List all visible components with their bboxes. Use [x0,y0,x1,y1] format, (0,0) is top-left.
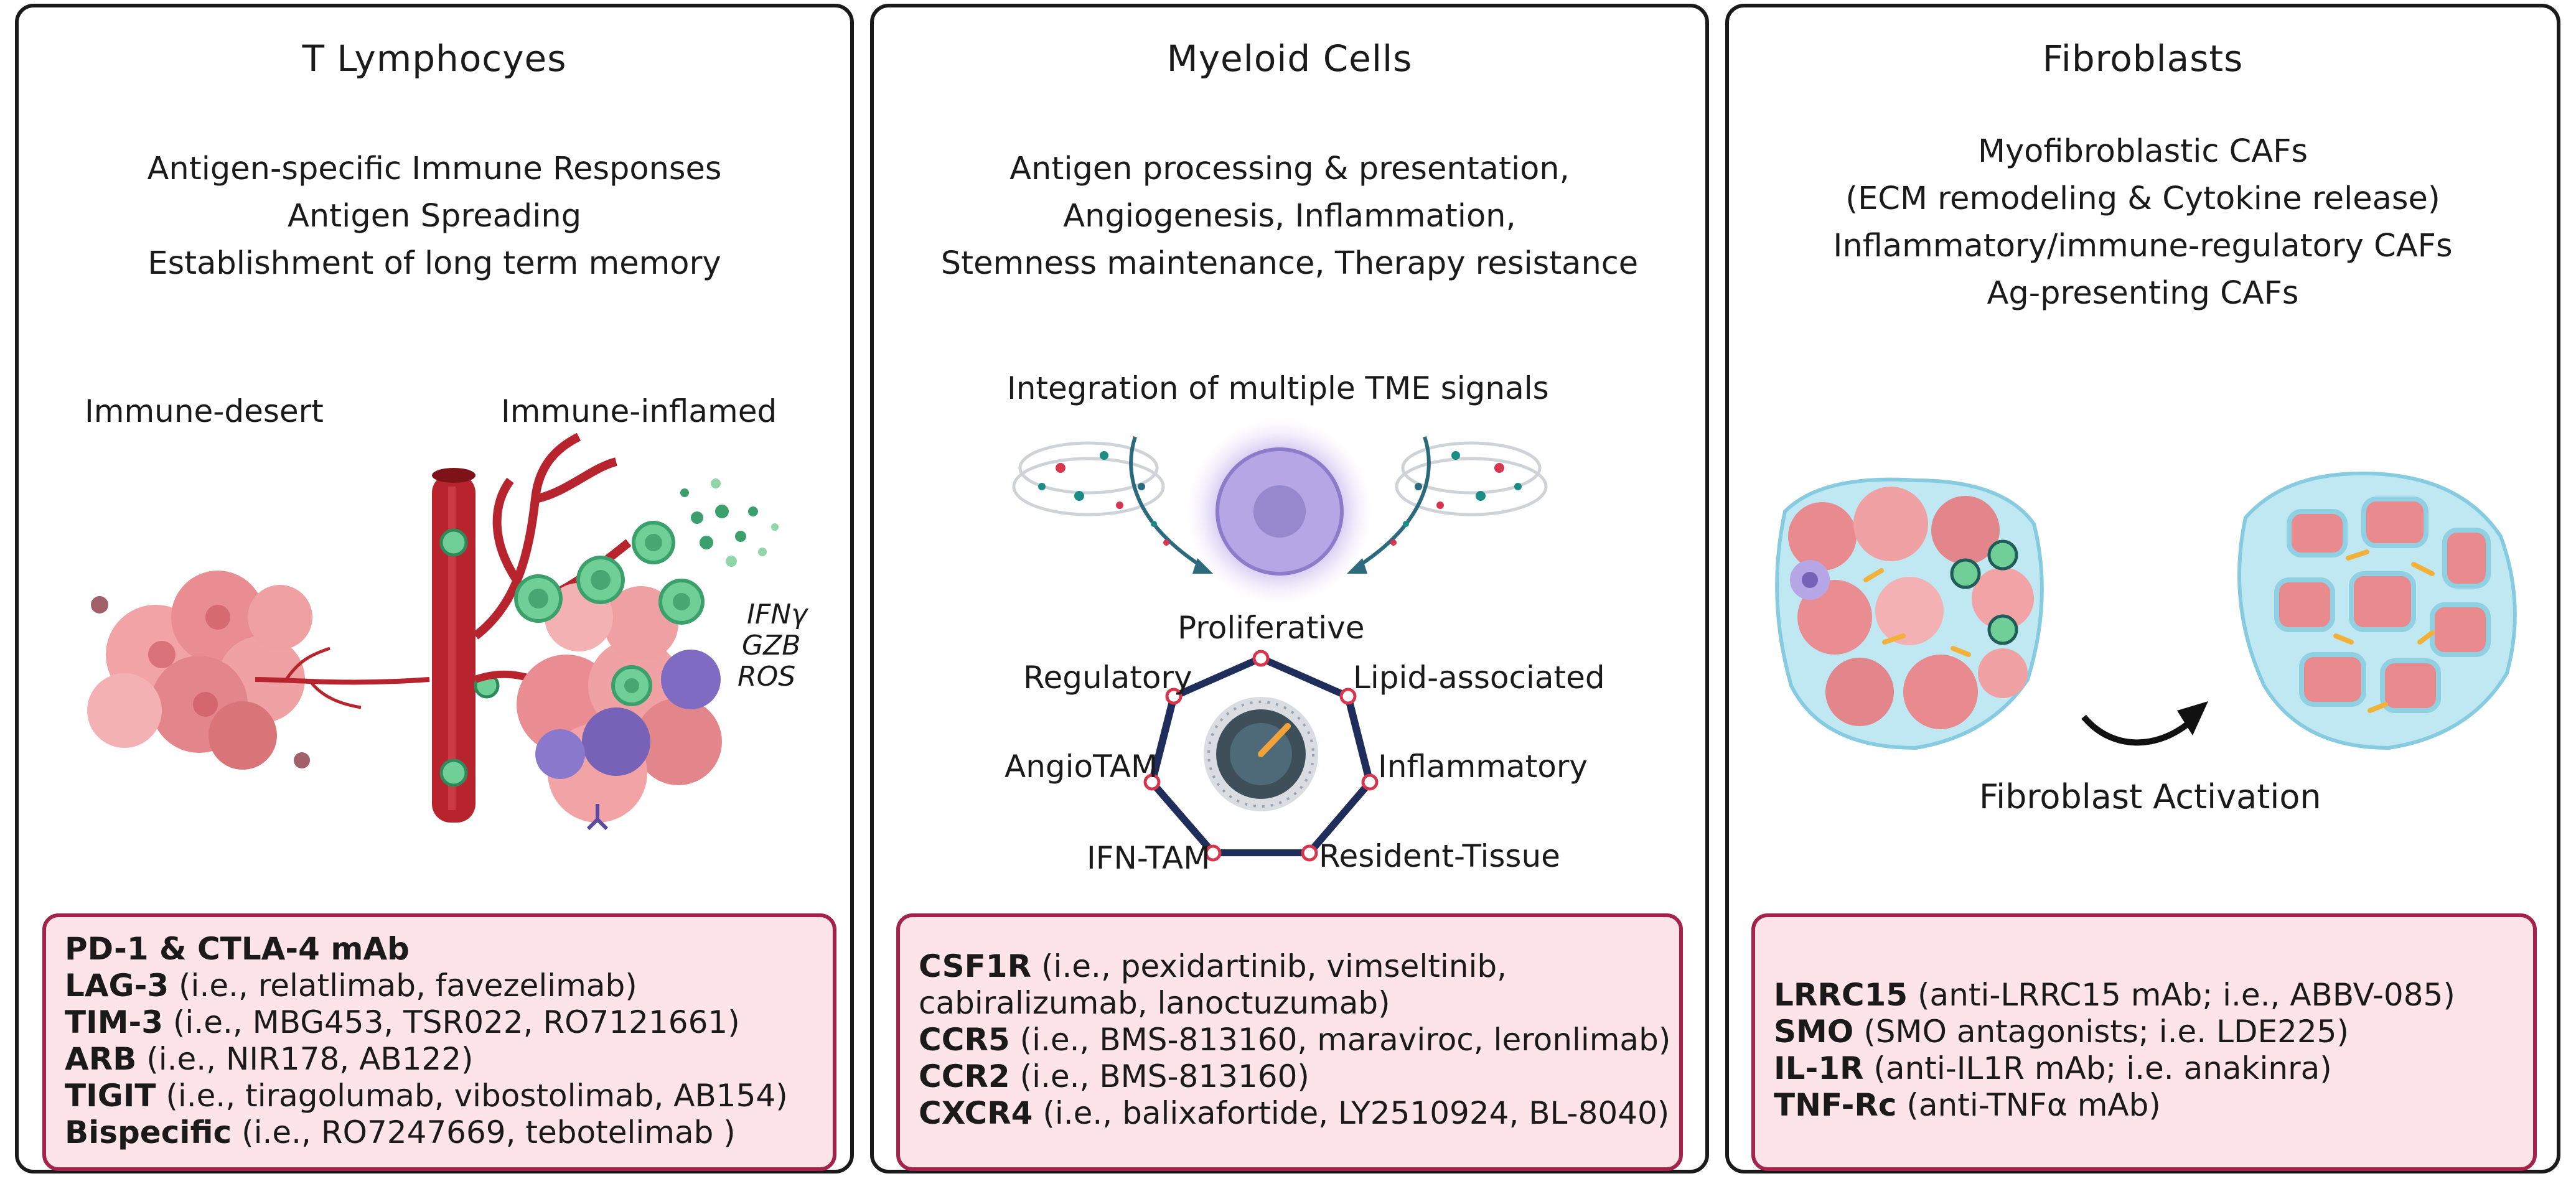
panel-myeloid-cells: Myeloid Cells Antigen processing & prese… [870,4,1709,1173]
drug-target: TNF-Rc [1774,1087,1897,1123]
drug-target: CCR2 [919,1058,1010,1094]
drug-target: TIGIT [65,1078,156,1114]
macrophage-state-wheel [1143,650,1379,862]
function-line: Angiogenesis, Inflammation, [1063,198,1516,235]
dial-icon [1204,697,1318,811]
drug-examples: cabiralizumab, lanoctuzumab) [919,985,1390,1021]
drug-row: cabiralizumab, lanoctuzumab) [919,985,1660,1022]
function-line: Inflammatory/immune-regulatory CAFs [1833,228,2453,264]
drug-target: Bispecific [65,1114,232,1150]
macrophage-state-label: Regulatory [1023,660,1192,696]
drug-target-box: PD-1 & CTLA-4 mAb LAG-3 (i.e., relatlima… [42,913,836,1171]
drug-target: CCR5 [919,1022,1010,1058]
signal-swirl-right-icon [1347,436,1548,574]
integration-label: Integration of multiple TME signals [1007,370,1549,406]
drug-examples: (anti-TNFα mAb) [1906,1087,2161,1123]
blood-vessel-icon [432,468,500,823]
drug-row: TIM-3 (i.e., MBG453, TSR022, RO7121661) [65,1004,814,1041]
drug-row: TNF-Rc (anti-TNFα mAb) [1774,1087,2514,1124]
panel-t-lymphocytes: T Lymphocyes Antigen-specific Immune Res… [15,4,854,1173]
function-line: Stemness maintenance, Therapy resistance [940,245,1639,282]
panel-title: Fibroblasts [2042,37,2244,80]
panel-title: Myeloid Cells [1166,37,1413,80]
function-line: Antigen processing & presentation, [1009,151,1570,187]
macrophage-state-label: Inflammatory [1378,749,1588,785]
immune-desert-label: Immune-desert [85,393,324,429]
drug-target-box: CSF1R (i.e., pexidartinib, vimseltinib, … [896,913,1683,1171]
drug-target: TIM-3 [65,1004,164,1040]
function-line: Establishment of long term memory [148,245,721,282]
drug-row: CSF1R (i.e., pexidartinib, vimseltinib, [919,948,1660,985]
drug-target: PD-1 & CTLA-4 mAb [65,931,410,967]
cytokine-particles-icon [680,478,779,567]
drug-examples: (anti-IL1R mAb; i.e. anakinra) [1873,1050,2332,1086]
drug-row: PD-1 & CTLA-4 mAb [65,931,814,968]
macrophage-state-label: IFN-TAM [1087,840,1211,876]
fibroblast-activation-label: Fibroblast Activation [1979,777,2321,816]
immune-inflamed-tumor-icon [517,583,722,831]
immune-inflamed-label: Immune-inflamed [501,393,777,429]
tumor-vessel-illustration [87,432,779,831]
function-line: Myofibroblastic CAFs [1977,133,2308,170]
drug-row: IL-1R (anti-IL1R mAb; i.e. anakinra) [1774,1050,2514,1087]
function-line: Antigen-specific Immune Responses [147,151,722,187]
drug-examples: (i.e., NIR178, AB122) [146,1041,474,1077]
drug-target-box: LRRC15 (anti-LRRC15 mAb; i.e., ABBV-085)… [1751,913,2537,1171]
activated-stroma-icon [2237,471,2517,750]
drug-row: Bispecific (i.e., RO7247669, tebotelimab… [65,1114,814,1151]
drug-examples: (i.e., balixafortide, LY2510924, BL-8040… [1042,1095,1670,1131]
drug-row: CXCR4 (i.e., balixafortide, LY2510924, B… [919,1095,1669,1132]
tumor-stroma-icon [1775,477,2044,750]
t-cell-icon [514,521,705,706]
drug-target: IL-1R [1774,1050,1864,1086]
drug-row: SMO (SMO antagonists; i.e. LDE225) [1774,1014,2514,1050]
function-line: Antigen Spreading [287,198,582,235]
drug-row: CCR5 (i.e., BMS-813160, maraviroc, leron… [919,1022,1670,1058]
function-line: (ECM remodeling & Cytokine release) [1845,180,2440,217]
drug-examples: (anti-LRRC15 mAb; i.e., ABBV-085) [1918,977,2455,1013]
fibroblast-activation-illustration [1775,471,2517,750]
cytokine-label: IFNγ [747,599,808,630]
macrophage-state-label: Lipid-associated [1353,660,1605,696]
drug-row: ARB (i.e., NIR178, AB122) [65,1041,814,1078]
drug-examples: (i.e., tiragolumab, vibostolimab, AB154) [166,1078,788,1114]
immune-desert-tumor-icon [87,571,430,770]
macrophage-state-label: Proliferative [1178,610,1365,646]
panel-title: T Lymphocyes [302,37,567,80]
drug-target: CSF1R [919,948,1032,984]
drug-examples: (i.e., pexidartinib, vimseltinib, [1041,948,1507,984]
drug-row: LRRC15 (anti-LRRC15 mAb; i.e., ABBV-085) [1774,977,2514,1014]
signal-swirl-left-icon [1012,436,1213,574]
cytokine-label: GZB [742,630,801,661]
drug-target: CXCR4 [919,1095,1033,1131]
drug-target: SMO [1774,1014,1854,1050]
drug-target: ARB [65,1041,137,1077]
drug-row: TIGIT (i.e., tiragolumab, vibostolimab, … [65,1078,814,1114]
activation-arrow-icon [2081,714,2198,746]
drug-target: LRRC15 [1774,977,1908,1013]
myeloid-signals-illustration [1012,418,1548,605]
drug-examples: (i.e., BMS-813160, maraviroc, leronlimab… [1019,1022,1671,1058]
cytokine-label: ROS [738,661,796,693]
drug-examples: (i.e., RO7247669, tebotelimab ) [241,1114,736,1150]
drug-row: LAG-3 (i.e., relatlimab, favezelimab) [65,968,814,1004]
drug-examples: (i.e., BMS-813160) [1019,1058,1309,1094]
drug-examples: (i.e., MBG453, TSR022, RO7121661) [172,1004,740,1040]
panel-fibroblasts: Fibroblasts Myofibroblastic CAFs (ECM re… [1725,4,2560,1173]
drug-examples: (SMO antagonists; i.e. LDE225) [1863,1014,2349,1050]
drug-examples: (i.e., relatlimab, favezelimab) [179,968,637,1004]
macrophage-state-label: AngioTAM [1005,749,1158,785]
function-line: Ag-presenting CAFs [1987,275,2299,312]
drug-target: LAG-3 [65,968,169,1004]
drug-row: CCR2 (i.e., BMS-813160) [919,1058,1660,1095]
macrophage-state-label: Resident-Tissue [1319,838,1560,874]
